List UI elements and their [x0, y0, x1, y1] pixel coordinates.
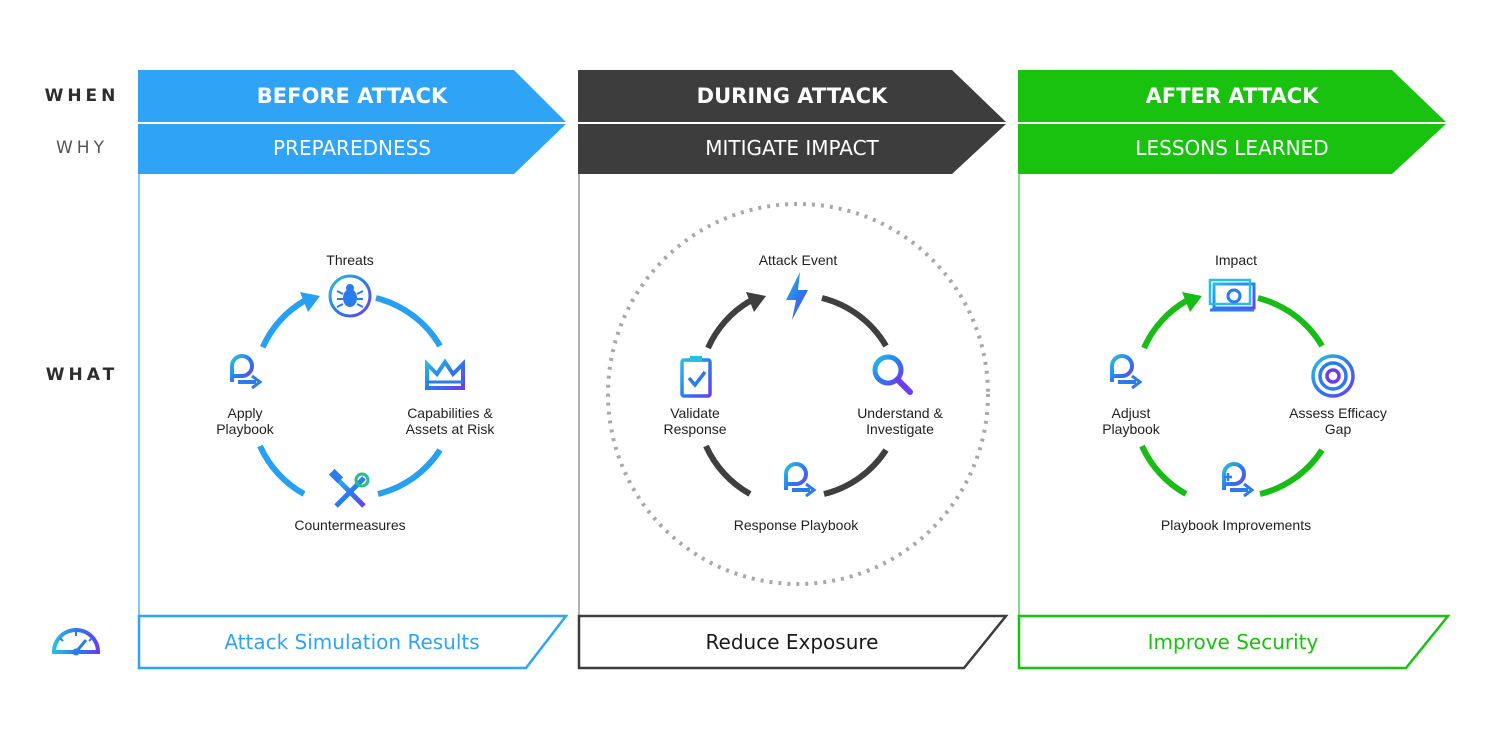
playbook-icon — [230, 354, 263, 390]
node-label-left: Apply Playbook — [216, 405, 274, 437]
header-when-label: DURING ATTACK — [696, 84, 888, 108]
row-label-why: WHY — [56, 138, 108, 158]
footer-shape — [137, 614, 569, 670]
node-label-bottom: Playbook Improvements — [1160, 517, 1312, 533]
header-when-label: AFTER ATTACK — [1145, 84, 1319, 108]
column-after-attack: AFTER ATTACK LESSONS LEARNED Impact Asse… — [1017, 0, 1451, 738]
magnifier-icon — [872, 354, 913, 395]
node-label-left: Validate Response — [663, 405, 727, 437]
node-label-bottom: Countermeasures — [294, 517, 406, 533]
column-during-attack: DURING ATTACK MITIGATE IMPACT Attack Eve… — [577, 0, 1009, 738]
header-why-label: LESSONS LEARNED — [1135, 136, 1329, 160]
header-when-shape — [138, 70, 566, 122]
node-label-right: Assess Efficacy Gap — [1289, 405, 1387, 437]
dotted-ring — [606, 202, 990, 586]
node-label-left: Adjust Playbook — [1102, 405, 1160, 437]
column-before-attack: BEFORE ATTACK PREPAREDNESS Threats Capab… — [137, 0, 569, 738]
node-label-top: Attack Event — [758, 252, 838, 268]
header-why-label: MITIGATE IMPACT — [705, 136, 879, 160]
money-icon — [1208, 278, 1256, 312]
lightning-icon — [786, 272, 808, 320]
header-why-label: PREPAREDNESS — [273, 136, 431, 160]
node-label-right: Understand & Investigate — [857, 405, 943, 437]
header-why-shape — [1018, 124, 1446, 174]
footer-label: Improve Security — [1147, 630, 1319, 654]
header-when-label: BEFORE ATTACK — [256, 84, 448, 108]
speedometer-icon — [51, 628, 101, 656]
header-why-shape — [578, 124, 1006, 174]
column-frame — [1017, 70, 1451, 670]
node-label-top: Threats — [326, 252, 374, 268]
footer-label: Attack Simulation Results — [224, 630, 480, 654]
crown-icon — [425, 358, 465, 390]
cycle-arcs — [1139, 292, 1325, 497]
header-why-shape — [138, 124, 566, 174]
row-label-when: WHEN — [44, 86, 120, 106]
clipboard-check-icon — [680, 356, 712, 398]
cycle-arcs — [257, 292, 443, 497]
header-when-shape — [578, 70, 1006, 122]
playbook-icon — [784, 462, 817, 498]
header-when-shape — [1018, 70, 1446, 122]
footer-shape — [1017, 614, 1451, 670]
column-frame — [137, 70, 569, 670]
playbook-icon — [1110, 354, 1143, 390]
node-label-top: Impact — [1214, 252, 1257, 268]
target-icon — [1311, 354, 1355, 398]
bug-icon — [328, 274, 372, 318]
playbook-plus-icon — [1222, 462, 1255, 498]
row-label-what: WHAT — [45, 365, 119, 385]
node-label-bottom: Response Playbook — [733, 517, 859, 533]
footer-shape — [577, 614, 1009, 670]
column-frame — [577, 70, 1009, 670]
cycle-arcs — [703, 292, 889, 497]
footer-label: Reduce Exposure — [705, 630, 879, 654]
tools-icon — [328, 468, 370, 508]
node-label-right: Capabilities & Assets at Risk — [405, 405, 495, 437]
